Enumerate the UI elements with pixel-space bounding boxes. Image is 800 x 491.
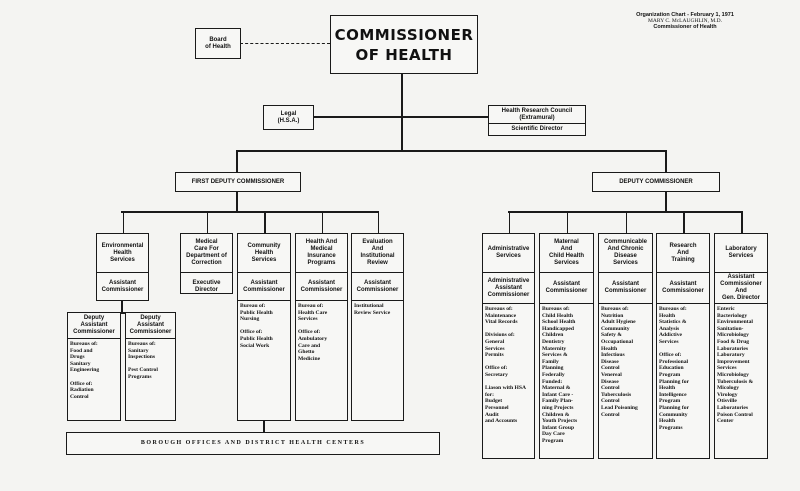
unit-title: Evaluation And Institutional Review — [352, 234, 403, 273]
health-research-council-box: Health Research Council (Extramural) Sci… — [488, 105, 586, 136]
main-trunk-line — [401, 73, 403, 151]
legal-box: Legal (H.S.A.) — [263, 105, 314, 130]
commissioner-role: Commissioner of Health — [653, 24, 717, 30]
connector-line — [321, 211, 323, 233]
unit-title: Administrative Services — [483, 234, 534, 273]
connector-line — [508, 211, 510, 233]
connector-line — [206, 211, 208, 233]
unit-head: Assistant Commissioner — [101, 280, 144, 293]
unit-body: Bureaus of: Food and Drugs Sanitary Engi… — [70, 341, 100, 400]
line — [236, 150, 238, 172]
line — [263, 420, 265, 432]
unit-head: Executive Director — [192, 280, 221, 293]
unit-body: Bureaus of: Health Statistics & Analysis… — [659, 306, 689, 431]
connector-line — [625, 211, 627, 233]
unit-title: Health And Medical Insurance Programs — [296, 234, 347, 273]
unit-title: Laboratory Services — [715, 234, 767, 273]
unit-title: Medical Care For Department of Correctio… — [181, 234, 232, 273]
left-unit-box: Medical Care For Department of Correctio… — [180, 233, 233, 294]
borough-offices-box: BOROUGH OFFICES AND DISTRICT HEALTH CENT… — [66, 432, 440, 455]
unit-head: Assistant Commissioner And Gen. Director — [715, 273, 767, 304]
unit-body: Enteric Bacteriology Environmental Sanit… — [717, 306, 754, 425]
unit-title: Research And Training — [657, 234, 709, 273]
line — [665, 150, 667, 172]
chart-caption: Organization Chart - February 1, 1971 MA… — [590, 12, 780, 30]
first-deputy-commissioner-box: FIRST DEPUTY COMMISSIONER — [175, 172, 301, 192]
chart-date: Organization Chart - February 1, 1971 — [636, 12, 734, 18]
connector-line — [566, 211, 568, 233]
right-branch-line — [508, 211, 742, 213]
unit-body: Bureaus of: Nutrition Adult Hygiene Comm… — [601, 306, 638, 418]
unit-title: Maternal And Child Health Services — [540, 234, 593, 273]
unit-head: Administrative Assistant Commissioner — [483, 273, 534, 304]
council-title: Health Research Council (Extramural) — [489, 106, 585, 124]
board-of-health-box: Board of Health — [195, 28, 241, 59]
unit-head: Assistant Commissioner — [540, 273, 593, 304]
unit-body: Institutional Review Service — [354, 303, 391, 316]
unit-body: Bureau of: Public Health Nursing Office … — [240, 303, 273, 349]
commissioner-name: MARY C. McLAUGHLIN, M.D. — [648, 18, 722, 24]
unit-head: Assistant Commissioner — [352, 273, 403, 301]
line — [94, 312, 152, 314]
unit-head: Deputy Assistant Commissioner — [68, 313, 120, 339]
deputy-commissioner-box: DEPUTY COMMISSIONER — [592, 172, 720, 192]
staff-line — [314, 116, 488, 118]
line — [121, 300, 123, 312]
unit-title: Community Health Services — [238, 234, 290, 273]
unit-title: Environmental Health Services — [97, 234, 148, 273]
unit-body: Bureaus of: Maintenance Vital Records Di… — [485, 306, 527, 425]
unit-title: Communicable And Chronic Disease Service… — [599, 234, 652, 273]
unit-head: Assistant Commissioner — [657, 273, 709, 304]
left-branch-line — [121, 211, 378, 213]
unit-head: Deputy Assistant Commissioner — [126, 313, 175, 339]
unit-body: Bureaus of: Child Health School Health H… — [542, 306, 578, 444]
connector-line — [377, 211, 379, 233]
connector-line — [683, 211, 685, 233]
deputy-bar-line — [236, 150, 666, 152]
board-dashed-line — [240, 43, 330, 44]
commissioner-of-health-box: COMMISSIONER OF HEALTH — [330, 15, 478, 74]
line — [665, 192, 667, 212]
unit-head: Assistant Commissioner — [296, 273, 347, 301]
unit-body: Bureau of: Health Care Services Office o… — [298, 303, 328, 362]
connector-line — [741, 211, 743, 233]
unit-head: Assistant Commissioner — [238, 273, 290, 301]
right-unit-box: Communicable And Chronic Disease Service… — [598, 233, 653, 459]
connector-line — [122, 211, 124, 233]
unit-body: Bureaus of: Sanitary Inspections Pest Co… — [128, 341, 158, 380]
connector-line — [264, 211, 266, 233]
scientific-director: Scientific Director — [511, 126, 563, 132]
line — [236, 192, 238, 212]
unit-head: Assistant Commissioner — [599, 273, 652, 304]
